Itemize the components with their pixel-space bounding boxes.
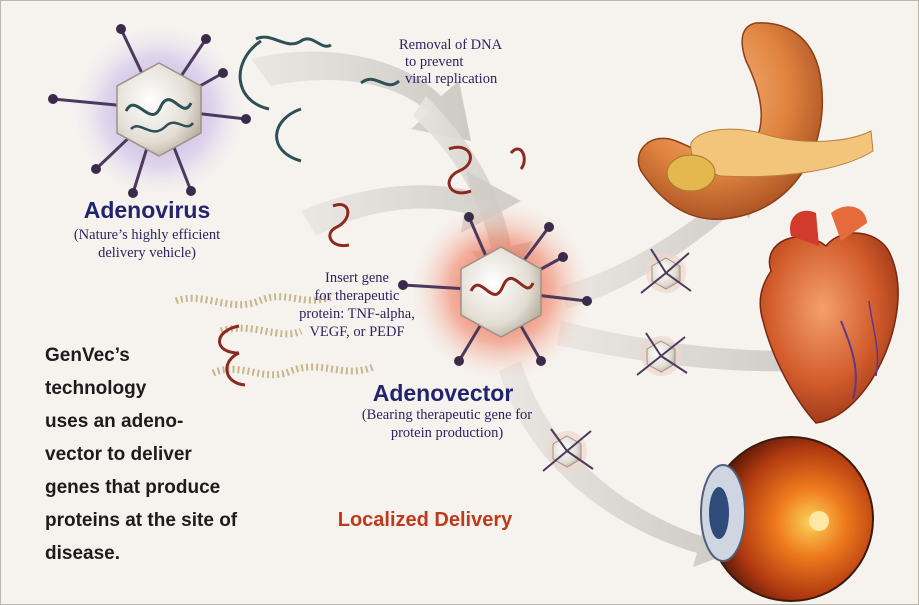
- heart-icon: [760, 206, 898, 423]
- removal-line: Removal of DNA: [399, 37, 547, 54]
- adenovector-subtitle-line: protein production): [331, 424, 563, 442]
- removal-line: viral replication: [399, 71, 547, 88]
- insert-gene-line: VEGF, or PEDF: [283, 323, 431, 341]
- adenovirus-subtitle-line: (Nature’s highly efficient: [31, 226, 263, 244]
- adenovirus-subtitle: (Nature’s highly efficient delivery vehi…: [31, 226, 263, 262]
- genvec-line: genes that produce: [45, 471, 285, 504]
- insert-gene-line: Insert gene: [283, 269, 431, 287]
- adenovirus-title: Adenovirus: [49, 197, 245, 224]
- adenovector-subtitle: (Bearing therapeutic gene for protein pr…: [331, 406, 563, 442]
- genvec-line: technology: [45, 372, 285, 405]
- genvec-line: disease.: [45, 537, 285, 570]
- genvec-line: vector to deliver: [45, 438, 285, 471]
- removal-of-dna-label: Removal of DNA to prevent viral replicat…: [399, 37, 547, 88]
- genvec-line: uses an adeno-: [45, 405, 285, 438]
- localized-delivery-title: Localized Delivery: [291, 509, 559, 532]
- insert-gene-line: for therapeutic: [283, 287, 431, 305]
- arrow-to-eye: [499, 361, 731, 567]
- insert-gene-line: protein: TNF-alpha,: [283, 305, 431, 323]
- removal-line: to prevent: [399, 54, 547, 71]
- adenovector-subtitle-line: (Bearing therapeutic gene for: [331, 406, 563, 424]
- adenovirus-subtitle-line: delivery vehicle): [31, 244, 263, 262]
- insert-gene-label: Insert gene for therapeutic protein: TNF…: [283, 269, 431, 341]
- genvec-line: GenVec’s: [45, 339, 285, 372]
- stomach-icon: [638, 23, 873, 219]
- genvec-line: proteins at the site of: [45, 504, 285, 537]
- genvec-description: GenVec’s technology uses an adeno- vecto…: [45, 339, 285, 570]
- eye-icon: [701, 437, 873, 601]
- adenovector-title: Adenovector: [353, 380, 533, 407]
- adenovirus-particle-icon: [48, 19, 251, 203]
